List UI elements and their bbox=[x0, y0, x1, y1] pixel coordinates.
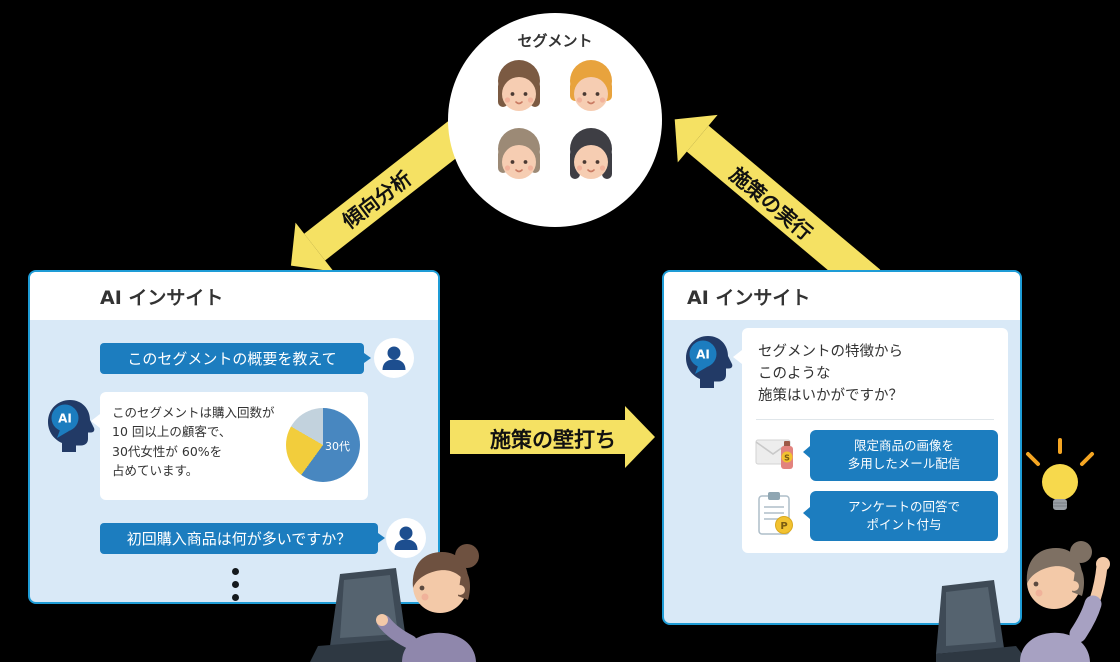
ai-head-icon: AI bbox=[48, 400, 95, 452]
user-question-bubble-1: このセグメントの概要を教えて bbox=[100, 343, 371, 374]
user-question-bubble-2: 初回購入商品は何が多いですか？ bbox=[100, 523, 385, 554]
ai-answer-text: このセグメントは購入回数が 10 回以上の顧客で、 30代女性が 60%を 占め… bbox=[100, 392, 368, 491]
window-title: AI インサイト bbox=[664, 272, 1020, 320]
user-question-1: このセグメントの概要を教えて bbox=[127, 350, 337, 368]
segment-label: セグメント bbox=[517, 32, 593, 50]
product-badge: S bbox=[784, 454, 790, 463]
user-question-2: 初回購入商品は何が多いですか？ bbox=[126, 530, 352, 548]
segment-faces bbox=[491, 57, 619, 187]
ai-badge: AI bbox=[696, 348, 710, 362]
suggestion-item-survey: P アンケートの回答で ポイント付与 bbox=[754, 490, 998, 541]
woman-at-laptop-icon bbox=[310, 544, 479, 662]
bubble-tail bbox=[364, 353, 371, 363]
message-line: このような bbox=[758, 365, 831, 382]
bubble-tail bbox=[803, 446, 810, 459]
idea-lightbulb-icon bbox=[1024, 438, 1096, 522]
brainstorm-label: 施策の壁打ち bbox=[490, 428, 616, 452]
dot bbox=[232, 568, 239, 575]
woman-face-blonde-icon bbox=[570, 60, 612, 111]
person-icon bbox=[374, 338, 414, 378]
dot bbox=[232, 581, 239, 588]
ai-suggestion-text: セグメントの特徴から このような 施策はいかがですか？ bbox=[742, 328, 1008, 417]
woman-face-black-icon bbox=[570, 128, 612, 179]
suggestion-line: 限定商品の画像を bbox=[853, 438, 954, 454]
woman-face-taupe-icon bbox=[498, 128, 540, 179]
answer-line: 30代女性が 60%を bbox=[112, 443, 223, 459]
person-right-illustration bbox=[936, 520, 1120, 662]
message-line: セグメントの特徴から bbox=[758, 344, 903, 360]
bubble-tail bbox=[91, 414, 100, 428]
ai-suggestion-bubble: セグメントの特徴から このような 施策はいかがですか？ S bbox=[733, 328, 1008, 553]
divider bbox=[756, 419, 994, 421]
pie-chart: 30代 bbox=[286, 408, 360, 482]
person-icon bbox=[386, 518, 426, 558]
ai-badge: AI bbox=[58, 412, 72, 426]
point-badge: P bbox=[780, 521, 787, 532]
arrow-shaft bbox=[450, 420, 625, 454]
bubble-tail bbox=[803, 506, 810, 519]
pie-slice-label: 30代 bbox=[325, 440, 350, 453]
ai-avatar: AI bbox=[678, 332, 736, 390]
user-avatar bbox=[386, 518, 426, 558]
person-left-illustration bbox=[310, 524, 488, 662]
survey-points-icon: P bbox=[754, 491, 800, 541]
ai-avatar: AI bbox=[40, 396, 98, 454]
woman-at-laptop-raising-hand-icon bbox=[936, 541, 1110, 662]
suggestion-item-email: S 限定商品の画像を 多用したメール配信 bbox=[754, 430, 998, 481]
answer-line: このセグメントは購入回数が bbox=[112, 405, 275, 420]
suggestion-bubble-survey: アンケートの回答で ポイント付与 bbox=[803, 490, 998, 541]
user-avatar bbox=[374, 338, 414, 378]
suggestion-line: アンケートの回答で bbox=[847, 498, 960, 514]
ai-head-icon: AI bbox=[686, 336, 733, 388]
arrow-head bbox=[625, 406, 655, 468]
answer-line: 占めています。 bbox=[112, 463, 199, 479]
segment-circle: セグメント bbox=[448, 13, 662, 227]
suggestion-line: 多用したメール配信 bbox=[847, 456, 961, 472]
ai-insight-window-left: AI インサイト このセグメントの概要を教えて AI このセグメントは購入 bbox=[28, 270, 440, 604]
ai-answer-bubble: このセグメントは購入回数が 10 回以上の顧客で、 30代女性が 60%を 占め… bbox=[91, 392, 368, 500]
suggestion-line: ポイント付与 bbox=[866, 516, 942, 532]
brainstorm-arrow bbox=[450, 406, 655, 468]
ai-insight-window-right: AI インサイト AI セグメントの特徴から このような 施策はいかがですか？ bbox=[662, 270, 1022, 625]
bubble-tail bbox=[378, 533, 385, 543]
answer-line: 10 回以上の顧客で、 bbox=[112, 424, 232, 440]
bubble-tail bbox=[733, 350, 742, 364]
window-title: AI インサイト bbox=[30, 272, 438, 320]
ellipsis-dots bbox=[232, 568, 239, 601]
email-campaign-icon: S bbox=[754, 430, 800, 480]
suggestion-list: S 限定商品の画像を 多用したメール配信 bbox=[742, 430, 1008, 541]
message-line: 施策はいかがですか？ bbox=[758, 387, 903, 404]
suggestion-bubble-email: 限定商品の画像を 多用したメール配信 bbox=[803, 430, 998, 481]
woman-face-brown-icon bbox=[498, 60, 540, 111]
dot bbox=[232, 594, 239, 601]
